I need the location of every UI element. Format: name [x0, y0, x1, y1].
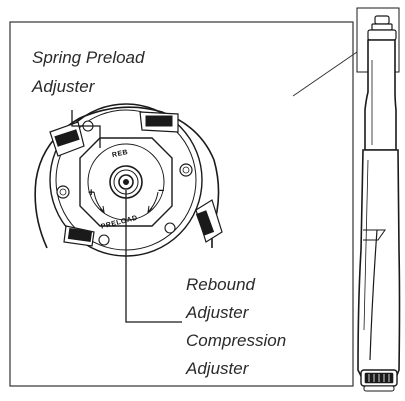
knob-marking-plus: + — [88, 187, 95, 199]
detail-callout-line — [292, 51, 358, 97]
clamp-pad-top-right — [139, 111, 179, 133]
knob-marking-minus: − — [158, 185, 165, 197]
clamp-pad-bottom-left — [63, 225, 95, 247]
rebound-adjuster-label-line2: Adjuster — [185, 303, 250, 322]
clamp-pad-top-left — [49, 121, 85, 157]
knob-marking-reb: REB — [112, 149, 129, 159]
spring-preload-label: Spring Preload — [32, 48, 145, 67]
rebound-compression-leader — [125, 190, 182, 323]
spring-preload-label-line2: Adjuster — [31, 77, 96, 96]
compression-adjuster-label-line2: Adjuster — [185, 359, 250, 378]
spring-preload-leader — [71, 110, 101, 148]
clamp-pad-right — [195, 199, 223, 243]
rebound-adjuster-label: Rebound — [186, 275, 256, 294]
compression-adjuster-label: Compression — [186, 331, 286, 350]
fork-leg-illustration — [356, 7, 401, 392]
